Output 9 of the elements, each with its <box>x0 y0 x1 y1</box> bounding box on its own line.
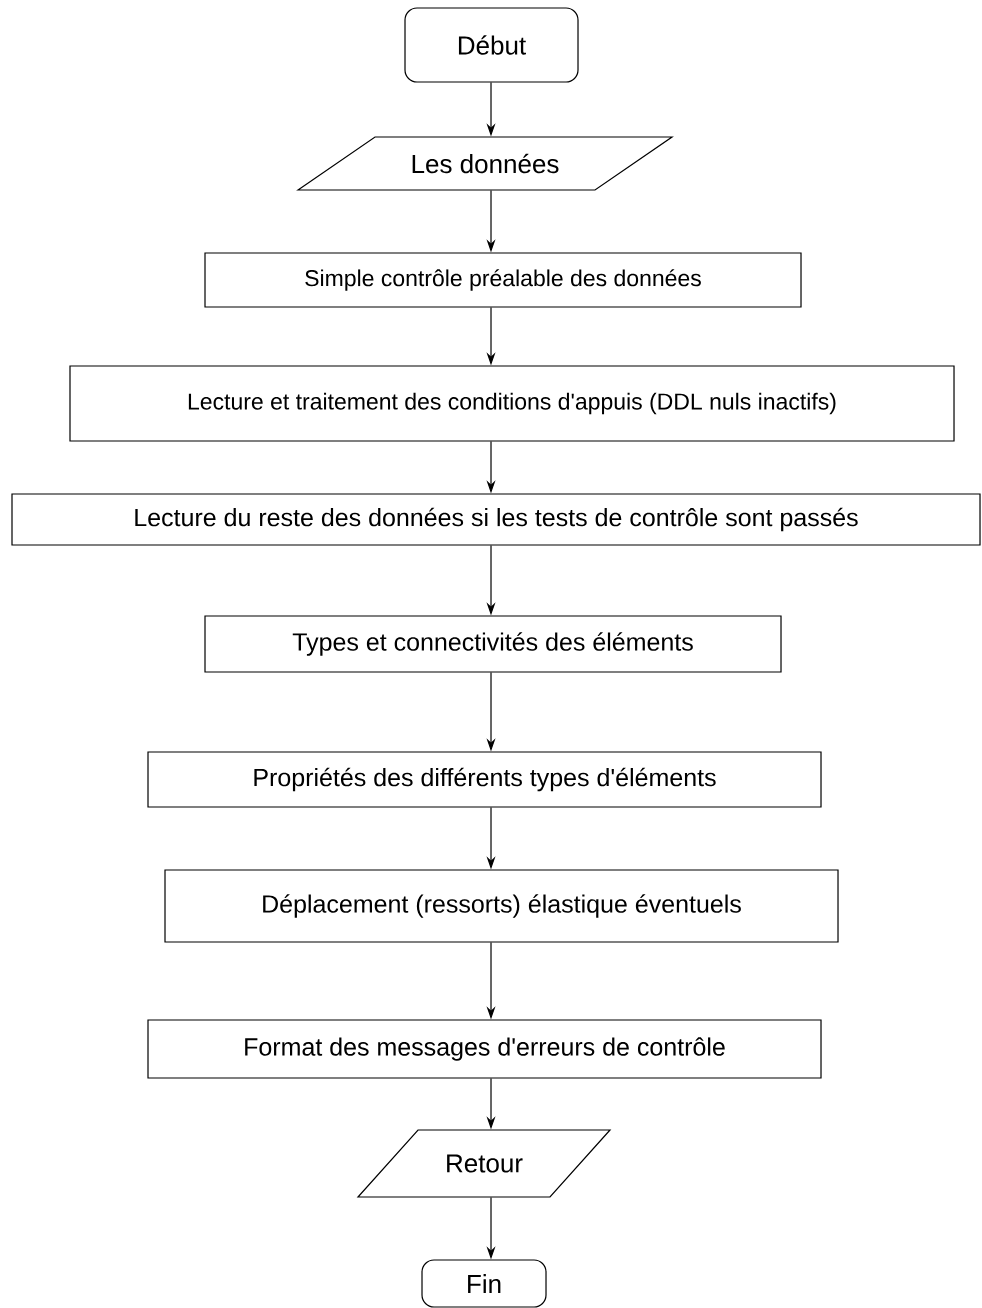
terminal-box: Fin <box>421 1259 547 1308</box>
terminal-box: Début <box>404 7 579 83</box>
process-box: Déplacement (ressorts) élastique éventuels <box>164 869 839 943</box>
process-box: Lecture et traitement des conditions d'appuis (DDL nuls inactifs) <box>69 365 955 442</box>
process-box: Propriétés des différents types d'éléments <box>147 751 822 808</box>
process-box: Format des messages d'erreurs de contrôle <box>147 1019 822 1079</box>
process-box: Lecture du reste des données si les tests de contrôle sont passés <box>11 493 981 546</box>
process-box: Types et connectivités des éléments <box>204 615 782 673</box>
process-box: Simple contrôle préalable des données <box>204 252 802 308</box>
